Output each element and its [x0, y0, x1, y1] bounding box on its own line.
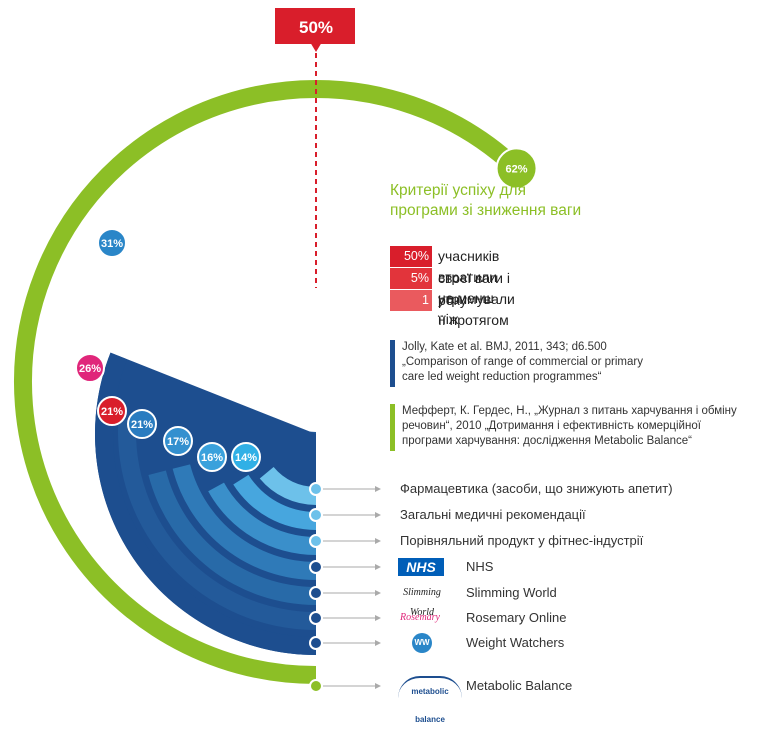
- rosemary-logo: Rosemary: [398, 608, 442, 628]
- connector-dot-2: [310, 535, 322, 547]
- connector-arrow-1: [375, 512, 381, 518]
- connector-dot-7: [310, 680, 322, 692]
- legend-label-5: Rosemary Online: [466, 610, 566, 626]
- source-0-line-2: care led weight reduction programmes“: [402, 370, 601, 385]
- criteria-title: Критерії успіху для програми зі зниження…: [390, 181, 581, 221]
- source-0-line-1: „Comparison of range of commercial or pr…: [402, 355, 643, 370]
- badge-metabolic-balance-label: 62%: [506, 163, 528, 175]
- source-bar-0: [390, 340, 395, 387]
- connector-arrow-5: [375, 615, 381, 621]
- badge-7-label: 14%: [235, 452, 257, 464]
- source-1-line-2: програми харчування: дослідження Metabol…: [402, 434, 692, 449]
- legend-label-7: Metabolic Balance: [466, 678, 572, 694]
- legend-label-4: Slimming World: [466, 585, 557, 601]
- criteria-title-line1: Критерії успіху для: [390, 181, 581, 201]
- legend-label-0: Фармацевтика (засоби, що знижують апетит…: [400, 481, 673, 497]
- nhs-logo: NHS: [398, 557, 444, 576]
- connector-arrow-7: [375, 683, 381, 689]
- source-1-line-1: речовин“, 2010 „Дотримання і ефективніст…: [402, 419, 701, 434]
- connector-dot-6: [310, 637, 322, 649]
- marker-label: 50%: [299, 18, 333, 37]
- criteria-text-2: року: [438, 290, 467, 311]
- connector-dot-3: [310, 561, 322, 573]
- criteria-pct-2: 1: [390, 290, 432, 311]
- source-0-line-0: Jolly, Kate et al. BMJ, 2011, 343; d6.50…: [402, 340, 607, 355]
- connector-arrow-3: [375, 564, 381, 570]
- legend-label-6: Weight Watchers: [466, 635, 564, 651]
- legend-label-1: Загальні медичні рекомендації: [400, 507, 586, 523]
- metabolic-balance-logo: metabolic balance: [398, 676, 462, 698]
- weight-watchers-logo: WW: [398, 633, 432, 653]
- radial-bar-chart: 50% 62% 31% 26% 21% 21% 17% 16% 14%: [0, 0, 772, 708]
- connector-dot-1: [310, 509, 322, 521]
- legend-label-2: Порівняльний продукт у фітнес-індустрії: [400, 533, 643, 549]
- badge-2-label: 26%: [79, 363, 101, 375]
- criteria-title-line2: програми зі зниження ваги: [390, 201, 581, 221]
- connector-dot-5: [310, 612, 322, 624]
- badge-5-label: 17%: [167, 436, 189, 448]
- connector-dot-0: [310, 483, 322, 495]
- slimming-world-logo: Slimming World: [398, 583, 446, 603]
- connector-arrow-4: [375, 590, 381, 596]
- badge-6-label: 16%: [201, 452, 223, 464]
- connector-dot-4: [310, 587, 322, 599]
- source-bar-1: [390, 404, 395, 451]
- source-1-line-0: Мефферт, К. Гердес, Н., „Журнал з питань…: [402, 404, 737, 419]
- connector-arrow-0: [375, 486, 381, 492]
- legend-label-3: NHS: [466, 559, 493, 575]
- badge-4-label: 21%: [131, 419, 153, 431]
- connector-arrow-2: [375, 538, 381, 544]
- connector-arrow-6: [375, 640, 381, 646]
- badge-1-label: 31%: [101, 238, 123, 250]
- criteria-pct-1: 5%: [390, 268, 432, 289]
- criteria-pct-0: 50%: [390, 246, 432, 267]
- badge-3-label: 21%: [101, 406, 123, 418]
